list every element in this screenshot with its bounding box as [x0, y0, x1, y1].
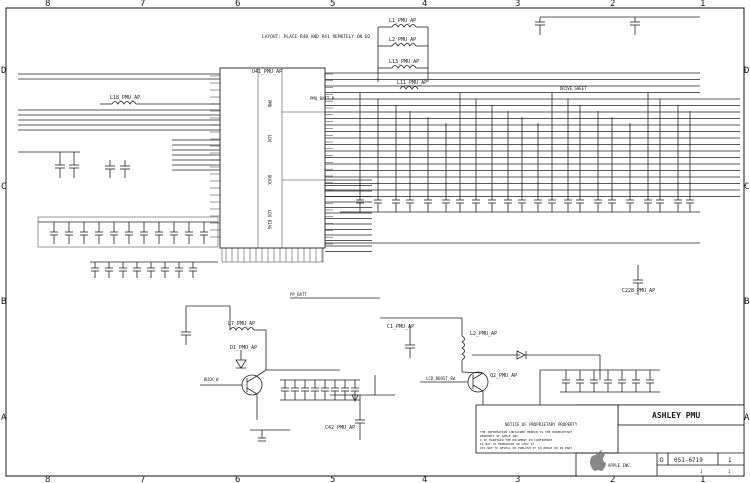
row-label-a-left: A	[1, 413, 7, 423]
c228-ref: C228_PMU_AP	[622, 288, 655, 294]
inductor-l13: L13_PMU_AP	[378, 59, 428, 69]
l11-ref: L11_PMU_AP	[397, 80, 427, 86]
col-label-3: 3	[515, 0, 520, 9]
c42-network: C42_PMU_AP	[325, 375, 395, 440]
inductor-l2: L2_PMU_AP	[378, 37, 428, 47]
col-label-2-bottom: 2	[610, 475, 615, 483]
row-label-b-right: B	[744, 297, 749, 307]
inductor-l11: L11_PMU_AP	[397, 80, 427, 90]
col-label-2: 2	[610, 0, 615, 9]
c42-ref: C42_PMU_AP	[325, 425, 355, 431]
row-label-a-right: A	[744, 413, 750, 423]
col-label-4-bottom: 4	[422, 475, 427, 483]
row-label-d-left: D	[1, 66, 6, 76]
pmu-label-ldo: LDO	[267, 135, 272, 143]
d1-ref: D1_PMU_AP	[230, 345, 257, 351]
right-bottom-caps	[560, 370, 660, 393]
l2-ref: L2_PMU_AP	[389, 37, 416, 43]
buck-w-label: BUCK_W	[204, 377, 219, 382]
pmu-bottom-pins	[225, 248, 323, 262]
rev-value: 1	[728, 457, 732, 464]
notice-line-3: I TO MAINTAIN THE DOCUMENT IN CONFIDENCE	[480, 438, 552, 442]
l13-ref: L13_PMU_AP	[389, 59, 419, 65]
size-value: D	[660, 457, 664, 464]
row-label-d-right: D	[744, 66, 749, 76]
column-labels-top: 8 7 6 5 4 3 2 1	[45, 0, 705, 9]
sheet-number: 1	[700, 469, 703, 474]
l2-boost-ref: L2_PMU_AP	[470, 331, 497, 337]
buck-converter: L7_PMU_AP BUCK_W D1_PMU_AP	[181, 305, 267, 420]
col-label-7-bottom: 7	[140, 475, 145, 483]
column-labels-bottom: 8 7 6 5 4 3 2 1	[45, 475, 705, 483]
layout-note: LAYOUT: PLACE R40 AND R41 REMOTELY ON B2	[262, 34, 371, 40]
col-label-4: 4	[422, 0, 427, 9]
notice-line-1: THE INFORMATION CONTAINED HEREIN IS THE …	[480, 430, 572, 434]
col-label-8: 8	[45, 0, 50, 9]
notice-line-2: PROPERTY OF APPLE INC.	[480, 434, 520, 438]
col-label-5-bottom: 5	[330, 475, 335, 483]
pmu-label-buck: BUCK	[267, 175, 272, 185]
c228-cap: C228_PMU_AP	[325, 242, 700, 295]
col-label-6: 6	[235, 0, 240, 9]
title-text: ASHLEY PMU	[652, 411, 700, 420]
cap-bank-capacitors	[50, 222, 208, 278]
notice-line-4: II NOT TO REPRODUCE OR COPY IT	[480, 442, 534, 446]
col-label-3-bottom: 3	[515, 475, 520, 483]
col-label-1: 1	[700, 0, 705, 9]
lcd-boost-label: LCD_BOOST_SW	[426, 376, 455, 381]
left-input-nets	[18, 73, 220, 153]
pmu-ic: U41_PMU_AP PMU LDO BUCK LDO BIAS	[219, 67, 326, 263]
col-label-7: 7	[140, 0, 145, 9]
mid-output-caps	[250, 369, 360, 442]
q2-ref: Q2_PMU_AP	[490, 373, 517, 379]
l7-ref: L7_PMU_AP	[228, 321, 255, 327]
l1-ref: L1_PMU_AP	[389, 18, 416, 24]
company-name: APPLE INC.	[608, 463, 632, 468]
row-label-c-right: C	[744, 182, 749, 192]
row-label-b-left: B	[1, 297, 6, 307]
drive-sheet-label: DRIVE_SHEET	[560, 86, 587, 91]
pmu-ref: U41_PMU_AP	[252, 69, 282, 75]
col-label-1-bottom: 1	[700, 475, 705, 483]
boost-converter: C1_PMU_AP Q2_PMU_AP LCD_BOOST_SW L2_PMU_…	[380, 317, 660, 416]
pp-batt-label: PP_BATT	[290, 292, 307, 297]
left-inductor: L18_PMU_AP	[100, 95, 220, 105]
l18-ref: L18_PMU_AP	[110, 95, 140, 101]
sheet-of: 1	[728, 469, 731, 474]
pmu-left-pins	[172, 75, 220, 238]
c1-ref: C1_PMU_AP	[387, 324, 414, 330]
top-right-caps	[535, 16, 700, 35]
pmu-label-pmu: PMU	[267, 100, 272, 108]
col-label-5: 5	[330, 0, 335, 9]
notice-heading: NOTICE OF PROPRIETARY PROPERTY	[505, 422, 578, 427]
pmu-label-ldo-bias: LDO BIAS	[267, 210, 272, 230]
apple-logo-icon	[590, 450, 606, 471]
title-block: ASHLEY PMU NOTICE OF PROPRIETARY PROPERT…	[475, 404, 745, 477]
left-cap-bank	[37, 216, 219, 263]
drawing-number: 051-6719	[674, 457, 703, 464]
misc-net-labels: DRIVE_SHEET PP_BATT PMU_BATT_P	[290, 86, 587, 299]
inductor-l1: L1_PMU_AP	[378, 18, 428, 28]
right-output-nets	[325, 72, 740, 252]
col-label-6-bottom: 6	[235, 475, 240, 483]
row-label-c-left: C	[1, 182, 6, 192]
col-label-8-bottom: 8	[45, 475, 50, 483]
left-caps	[55, 152, 130, 178]
decoupling-cap-rails	[340, 93, 700, 213]
row-labels: D C B A D C B A	[1, 66, 750, 423]
pmu-batt-label: PMU_BATT_P	[310, 96, 335, 101]
notice-line-5: III NOT TO REVEAL OR PUBLISH IT IN WHOLE…	[480, 446, 572, 450]
